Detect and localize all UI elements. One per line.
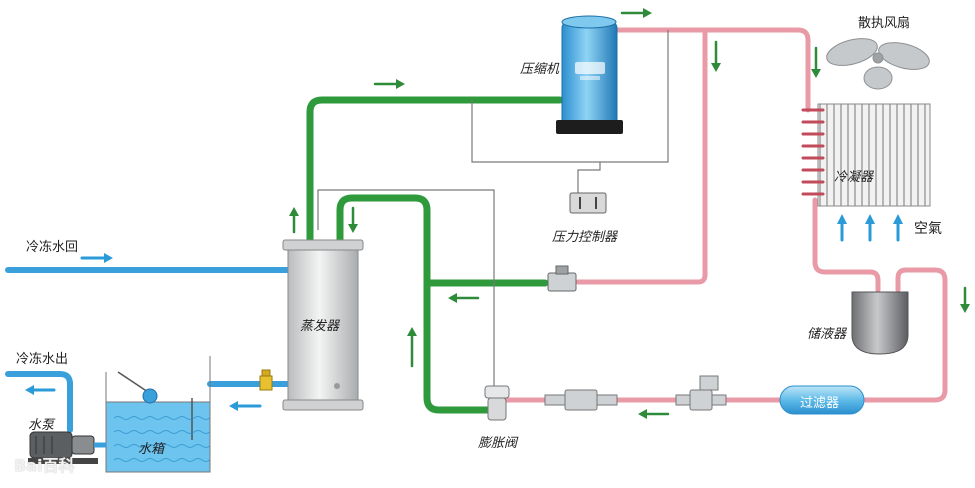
water-lines <box>5 267 293 433</box>
arrow-down <box>960 286 970 313</box>
air-label: 空氣 <box>914 221 942 237</box>
compressor-label: 压缩机 <box>520 62 560 77</box>
arrow-down <box>811 46 821 78</box>
arrow-right <box>80 253 113 263</box>
flow-arrows-refrigerant <box>289 8 970 419</box>
arrow-up <box>407 327 417 368</box>
cooling-fan <box>826 38 930 90</box>
chilled-water-return-label: 冷冻水回 <box>26 240 79 255</box>
air-arrow-up <box>837 214 847 242</box>
compressor <box>556 15 623 134</box>
arrow-up <box>289 207 299 234</box>
expansion-valve-label: 膨胀阀 <box>478 436 518 451</box>
pressure-controller-label: 压力控制器 <box>552 230 618 245</box>
evaporator <box>282 239 364 411</box>
arrow-down <box>348 206 358 233</box>
fan-label: 散执风扇 <box>858 16 911 31</box>
pressure-controller <box>569 192 607 214</box>
arrow-left <box>448 293 480 303</box>
condenser-label: 冷凝器 <box>834 170 874 185</box>
flow-arrows-water <box>25 214 903 411</box>
arrow-left <box>638 409 670 419</box>
pump-label: 水泵 <box>28 418 55 433</box>
arrow-right <box>373 79 405 89</box>
arrow-left <box>229 401 262 411</box>
control-lines <box>317 30 669 388</box>
evaporator-label: 蒸发器 <box>300 319 340 334</box>
arrow-down <box>711 40 721 72</box>
water-pump <box>28 431 106 464</box>
arrow-left <box>25 385 56 395</box>
tank-label: 水箱 <box>138 442 165 457</box>
air-arrow-up <box>893 214 903 242</box>
liquid-line-fittings <box>544 375 727 411</box>
filter-label: 过滤器 <box>800 396 840 411</box>
air-arrow-up <box>865 214 875 242</box>
filter-drier <box>779 385 865 415</box>
water-valve <box>259 369 273 391</box>
water-tank <box>105 356 211 473</box>
watermark: Bai百科 <box>14 456 75 475</box>
arrow-right <box>620 8 652 18</box>
condenser <box>801 103 931 207</box>
receiver-label: 储液器 <box>807 327 847 342</box>
solenoid-valve <box>547 265 577 292</box>
refrigerant-suction-line <box>306 96 564 414</box>
liquid-receiver <box>851 291 909 355</box>
expansion-valve <box>484 385 510 421</box>
chilled-water-out-label: 冷冻水出 <box>16 352 69 367</box>
